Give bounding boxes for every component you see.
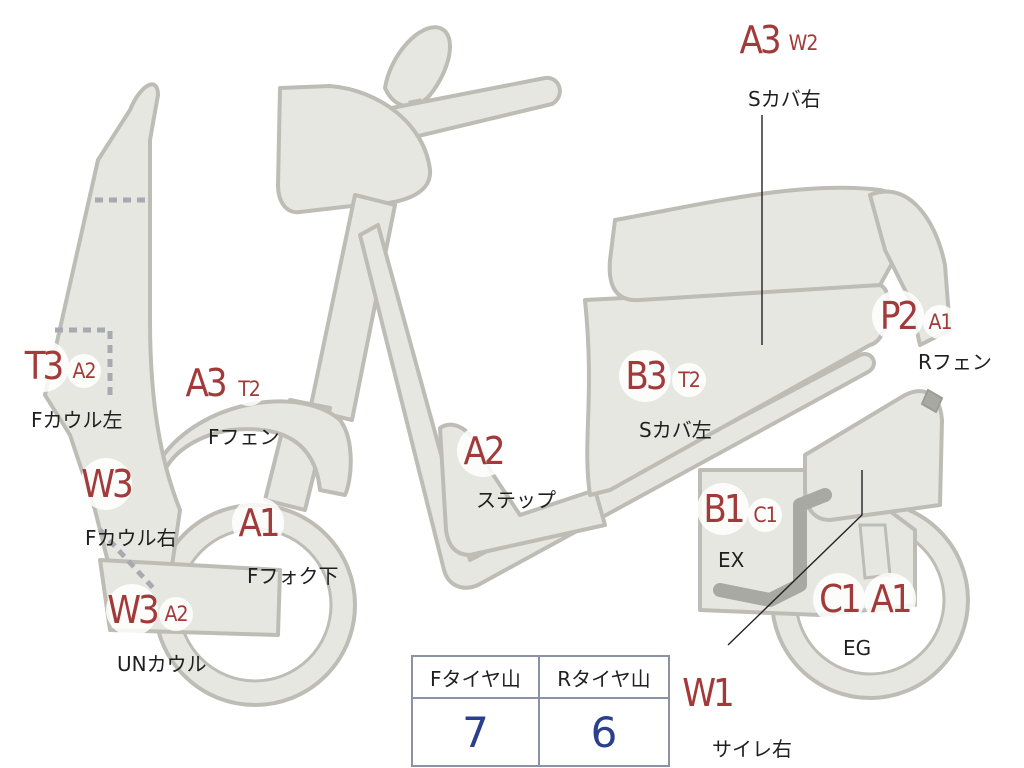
frame-tube <box>358 223 876 590</box>
part-label: Fカウル左 <box>31 408 123 432</box>
grade-badge: C1 <box>813 573 865 625</box>
part-label: Sカバ左 <box>639 418 712 442</box>
grade-badge: B1 <box>697 483 749 535</box>
rear-tire-value[interactable]: 6 <box>537 697 671 767</box>
seat <box>607 185 911 303</box>
sub-grade-badge: A2 <box>159 597 193 631</box>
part-label: EG <box>843 636 872 660</box>
part-label: Sカバ右 <box>748 87 821 111</box>
shock-post <box>858 523 892 580</box>
cowl-seam-mid <box>55 327 113 400</box>
leader-engine <box>727 470 863 646</box>
exhaust-tip <box>920 388 944 414</box>
sub-grade-badge: W2 <box>786 26 820 60</box>
sub-grade-badge: A1 <box>864 573 916 625</box>
mirror <box>383 25 453 109</box>
grade-badge: A3 <box>179 357 231 409</box>
grade-badge: A3 <box>733 14 785 66</box>
grade-badge: T3 <box>17 340 69 392</box>
exhaust-pipe <box>713 488 832 607</box>
tire-tread-table: Fタイヤ山 Rタイヤ山 7 6 <box>411 655 671 767</box>
front-tire-value[interactable]: 7 <box>411 697 540 767</box>
grade-badge: W3 <box>106 584 160 636</box>
part-label: サイレ右 <box>712 737 792 761</box>
grade-badge: W1 <box>681 667 735 719</box>
grade-badge: A2 <box>457 425 509 477</box>
front-fender <box>158 399 353 497</box>
sub-grade-badge: T2 <box>672 363 706 397</box>
sub-grade-badge: T2 <box>232 372 266 406</box>
part-label: Rフェン <box>918 350 992 374</box>
part-label: EX <box>718 548 745 572</box>
grade-badge: P2 <box>872 290 924 342</box>
part-label: ステップ <box>476 488 556 512</box>
part-label: UNカウル <box>117 652 207 676</box>
sub-grade-badge: A1 <box>923 305 957 339</box>
grade-badge: B3 <box>619 350 671 402</box>
part-label: Fフェン <box>208 425 280 449</box>
grade-badge: W3 <box>80 458 134 510</box>
part-label: Fフォク下 <box>247 564 339 588</box>
part-label: Fカウル右 <box>85 526 177 550</box>
front-tire-header: Fタイヤ山 <box>411 655 540 699</box>
sub-grade-badge: C1 <box>748 498 782 532</box>
sub-grade-badge: A2 <box>67 354 101 388</box>
grade-badge: A1 <box>232 497 284 549</box>
headlight-housing <box>276 84 433 215</box>
rear-tire-header: Rタイヤ山 <box>537 655 671 699</box>
